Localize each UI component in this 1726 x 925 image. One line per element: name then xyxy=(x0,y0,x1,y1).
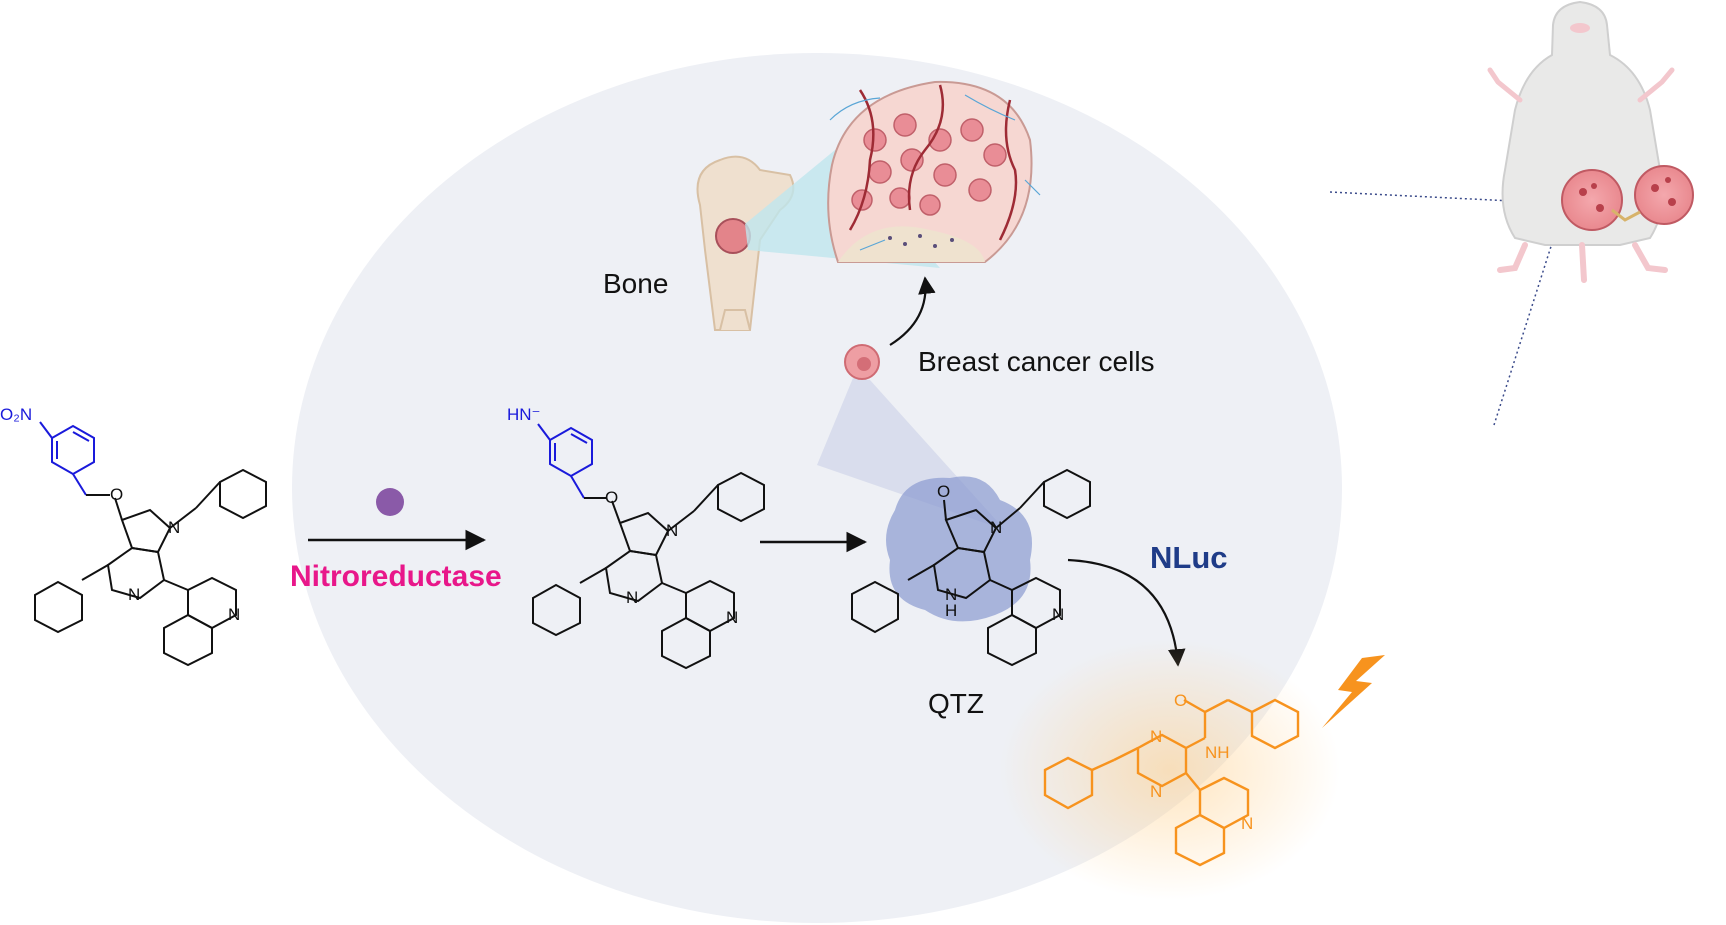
breast-cancer-cells-label: Breast cancer cells xyxy=(918,346,1155,377)
nh-label-3: N xyxy=(945,585,957,604)
n-label-2b: N xyxy=(626,588,638,607)
intermediate-molecule xyxy=(532,423,765,670)
n-label-2a: N xyxy=(666,521,678,540)
amine-label: HN⁻ xyxy=(507,405,541,424)
product-molecule xyxy=(1043,698,1300,867)
zoom-line-top xyxy=(1329,191,1593,206)
product-n-a: N xyxy=(1150,727,1162,746)
qtz-label: QTZ xyxy=(928,688,984,719)
enzyme-bead xyxy=(376,488,404,516)
bone-tumor xyxy=(715,218,751,254)
nitroreductase-label: Nitroreductase xyxy=(290,560,502,593)
product-glow xyxy=(1000,640,1340,900)
qtz-molecule xyxy=(851,468,1091,667)
product-n-b: N xyxy=(1150,782,1162,801)
product-oxygen: O xyxy=(1174,691,1187,710)
n-label-2c: N xyxy=(726,608,738,627)
oxygen-label-2: O xyxy=(605,488,618,507)
n-label-1c: N xyxy=(228,605,240,624)
product-nh: NH xyxy=(1205,743,1230,762)
n-label-3c: N xyxy=(1052,605,1064,624)
product-n-c: N xyxy=(1241,814,1253,833)
lightning-icon xyxy=(1322,655,1385,728)
metastasis-arrow xyxy=(889,276,936,346)
mouse-illustration xyxy=(1487,0,1694,283)
substrate-molecule xyxy=(34,421,267,667)
n-label-1a: N xyxy=(168,518,180,537)
bone-illustration xyxy=(696,80,1041,331)
nluc-label: NLuc xyxy=(1150,540,1228,575)
n-label-1b: N xyxy=(128,585,140,604)
bone-label: Bone xyxy=(603,268,669,299)
nitro-label: O₂N xyxy=(0,405,32,424)
h-label-3: H xyxy=(945,601,957,620)
carbonyl-oxygen: O xyxy=(937,482,950,501)
n-label-3a: N xyxy=(990,518,1002,537)
oxygen-label-1: O xyxy=(110,485,123,504)
zoom-line-bottom xyxy=(1493,211,1563,426)
